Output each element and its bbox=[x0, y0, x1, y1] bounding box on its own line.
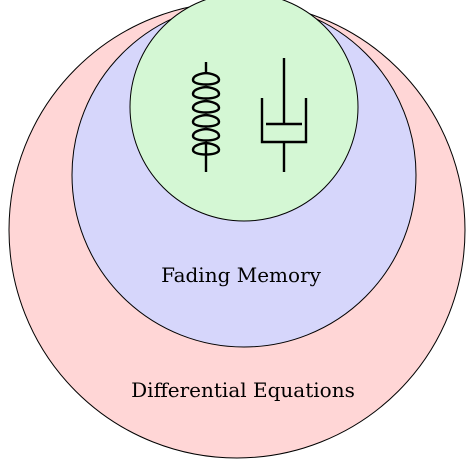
differential-equations-label: Differential Equations bbox=[131, 378, 355, 402]
fading-memory-label: Fading Memory bbox=[161, 263, 322, 287]
spring-icon bbox=[191, 62, 221, 172]
dashpot-icon bbox=[260, 58, 308, 172]
inner-system-region bbox=[129, 0, 359, 222]
